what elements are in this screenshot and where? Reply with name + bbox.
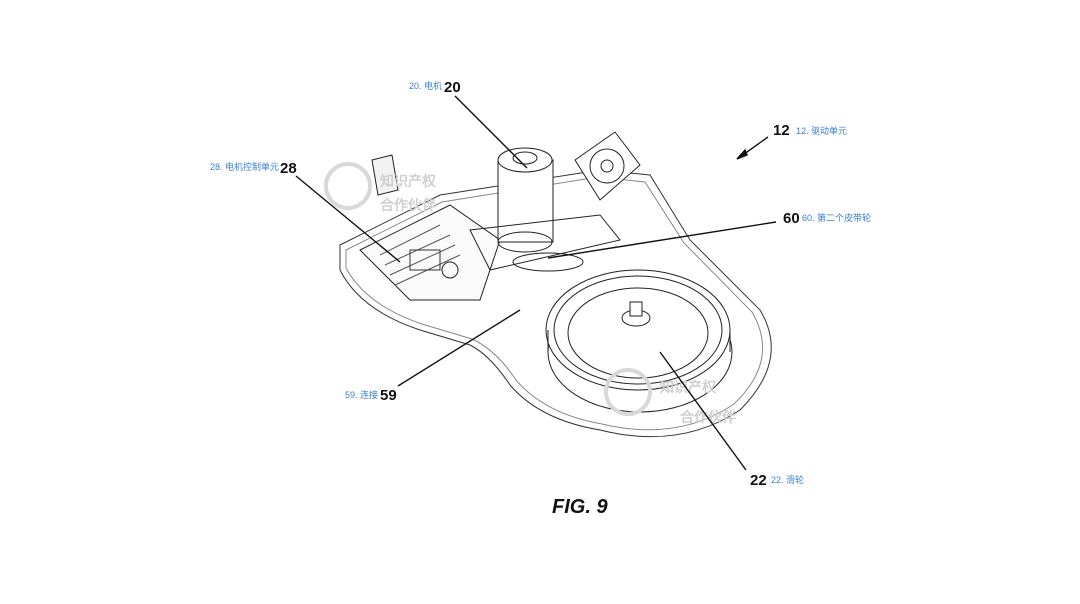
- base-plate: [339, 169, 772, 438]
- ref-number-20: 20: [444, 79, 461, 96]
- label-drive-unit: 12. 驱动单元: [796, 126, 848, 136]
- leader-59: [397, 309, 521, 387]
- leader-28: [295, 175, 401, 263]
- watermark-text: 知识产权: [660, 379, 717, 395]
- leader-60: [547, 221, 777, 259]
- label-motor: 20. 电机: [409, 81, 443, 91]
- ref-number-59: 59: [380, 387, 397, 404]
- ref-number-12: 12: [773, 122, 790, 139]
- leader-22: [659, 351, 747, 471]
- ref-number-22: 22: [750, 472, 767, 489]
- label-pulley: 22. 滑轮: [771, 475, 805, 485]
- watermark: [324, 162, 652, 416]
- arrowhead-12: [736, 148, 748, 160]
- label-connection: 59. 连接: [345, 390, 379, 400]
- motor: [469, 147, 621, 272]
- ref-number-28: 28: [280, 160, 297, 177]
- leader-20: [454, 95, 528, 169]
- watermark-text: 知识产权: [380, 173, 437, 189]
- label-motor-control-unit: 28. 电机控制单元: [210, 162, 280, 172]
- figure-caption: FIG. 9: [552, 496, 608, 518]
- pulley: [545, 269, 733, 413]
- motor-control-unit: [359, 154, 501, 301]
- label-second-pulley: 60. 第二个皮带轮: [802, 213, 872, 223]
- watermark-text: 合作伙伴: [380, 197, 436, 213]
- ref-number-60: 60: [783, 210, 800, 227]
- fan: [574, 131, 641, 201]
